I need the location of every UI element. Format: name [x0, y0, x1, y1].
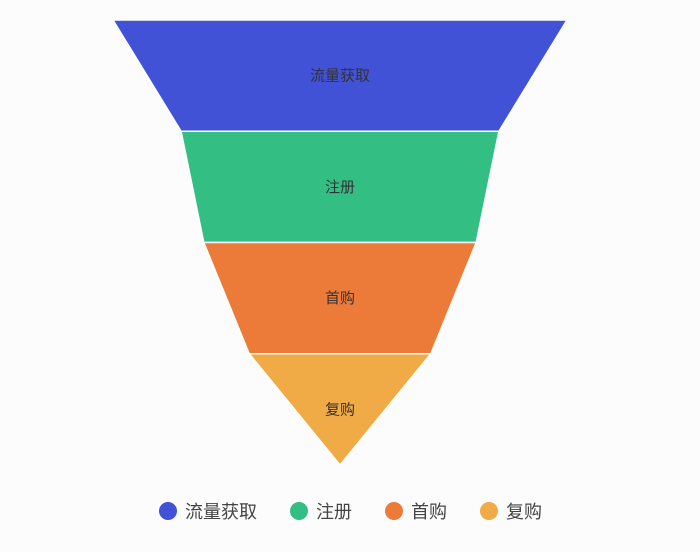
legend-marker — [480, 502, 498, 520]
legend-label: 复购 — [506, 502, 542, 523]
funnel-stage-label: 首购 — [325, 289, 355, 307]
legend-item[interactable]: 注册 — [290, 502, 352, 523]
funnel-stage-label: 复购 — [325, 400, 355, 418]
legend-label: 注册 — [316, 502, 352, 523]
legend-item[interactable]: 流量获取 — [159, 502, 257, 523]
funnel-stage-label: 流量获取 — [310, 67, 370, 85]
legend-item[interactable]: 复购 — [480, 502, 542, 523]
funnel-stage-label: 注册 — [325, 178, 355, 196]
legend-marker — [290, 502, 308, 520]
legend-label: 流量获取 — [185, 502, 257, 523]
legend-label: 首购 — [411, 502, 447, 523]
legend-item[interactable]: 首购 — [385, 502, 447, 523]
funnel-stage-3[interactable] — [247, 353, 433, 467]
legend-marker — [159, 502, 177, 520]
legend-marker — [385, 502, 403, 520]
